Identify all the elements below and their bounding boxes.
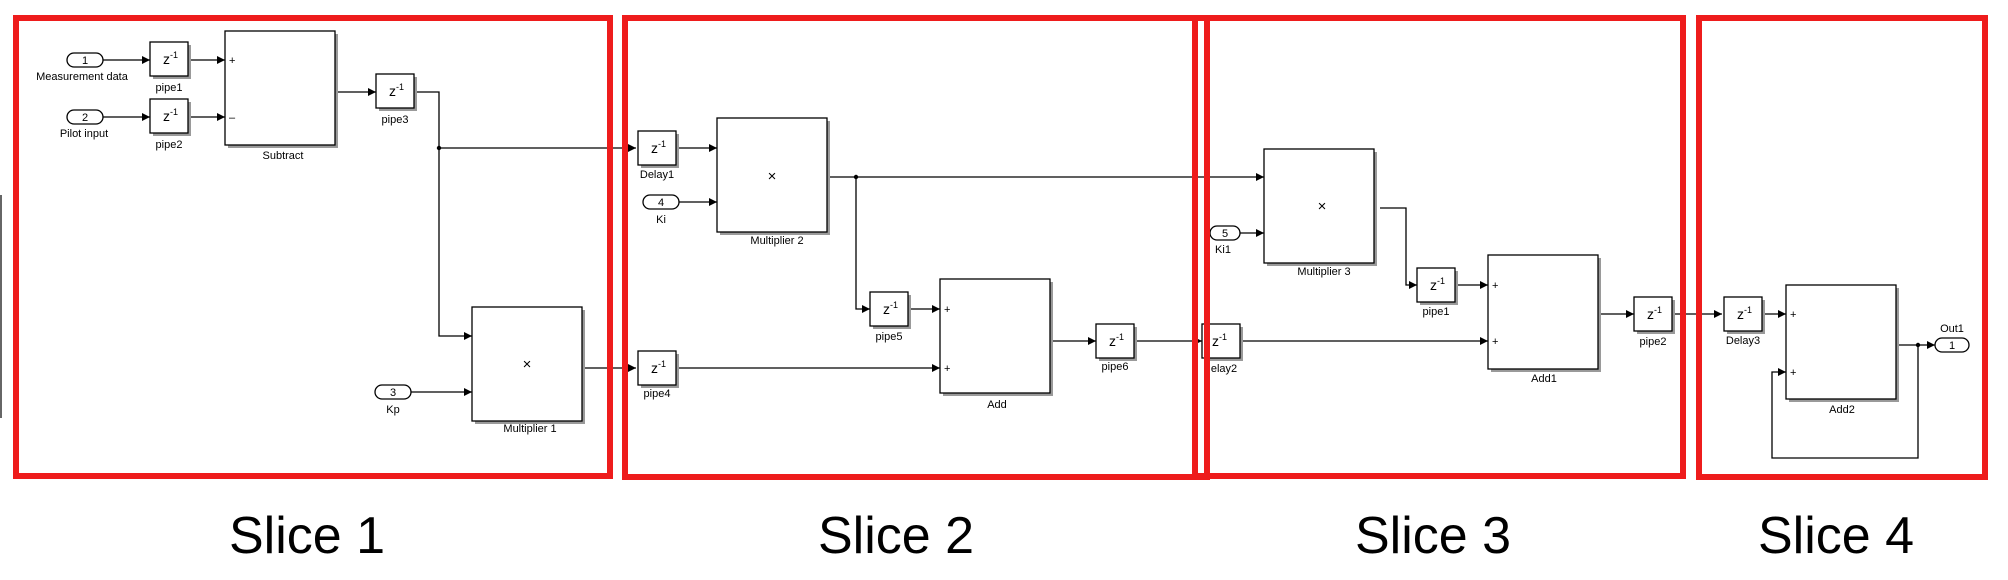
subtract-plus-sign: + bbox=[229, 55, 235, 67]
delay-pipe5[interactable]: z-1 pipe5 bbox=[869, 291, 911, 343]
delay-elay2-label: elay2 bbox=[1211, 363, 1237, 375]
slice-1-title: Slice 1 bbox=[229, 507, 385, 565]
multiplier-2-label: Multiplier 2 bbox=[750, 235, 803, 247]
slice-4-outline bbox=[1696, 15, 1988, 480]
add2-label: Add2 bbox=[1829, 404, 1855, 416]
multiply-symbol: × bbox=[523, 356, 532, 373]
multiplier-1-block[interactable]: × Multiplier 1 bbox=[471, 306, 585, 435]
subtract-label: Subtract bbox=[263, 150, 304, 162]
delay-symbol: z-1 bbox=[883, 300, 898, 317]
slice-4-title: Slice 4 bbox=[1758, 507, 1914, 565]
delay-pipe1-label: pipe1 bbox=[156, 82, 183, 94]
inport-4[interactable]: 4 Ki bbox=[642, 194, 680, 226]
add-label: Add bbox=[987, 399, 1007, 411]
delay-pipe6-label: pipe6 bbox=[1102, 361, 1129, 373]
outport-1-label: Out1 bbox=[1940, 323, 1964, 335]
inport-2[interactable]: 2 Pilot input bbox=[60, 109, 108, 140]
delay-pipe2-slice3-label: pipe2 bbox=[1640, 336, 1667, 348]
inport-5-label: Ki1 bbox=[1215, 244, 1231, 256]
add-block[interactable]: + + Add bbox=[939, 278, 1053, 411]
multiplier-2-block[interactable]: × Multiplier 2 bbox=[716, 117, 830, 247]
delay-pipe2[interactable]: z-1 pipe2 bbox=[149, 98, 191, 151]
inport-5[interactable]: 5 Ki1 bbox=[1209, 225, 1241, 256]
delay-symbol: z-1 bbox=[163, 50, 178, 67]
slice-3-outline bbox=[1192, 15, 1686, 479]
add1-label: Add1 bbox=[1531, 373, 1557, 385]
wire-junctions bbox=[436, 145, 1921, 348]
delay-symbol: z-1 bbox=[1212, 332, 1227, 349]
add1-plus-sign-1: + bbox=[1492, 280, 1498, 292]
multiply-symbol: × bbox=[768, 168, 777, 185]
slice-2-outline bbox=[622, 15, 1210, 480]
inport-2-number: 2 bbox=[82, 112, 88, 124]
slice-1-outline bbox=[13, 15, 613, 479]
delay-symbol: z-1 bbox=[1647, 305, 1662, 322]
delay-pipe1-slice3[interactable]: z-1 pipe1 bbox=[1416, 267, 1458, 318]
inport-1[interactable]: 1 Measurement data bbox=[36, 52, 129, 83]
slice-3-title: Slice 3 bbox=[1355, 507, 1511, 565]
outport-1-number: 1 bbox=[1949, 340, 1955, 352]
add1-plus-sign-2: + bbox=[1492, 336, 1498, 348]
delay-symbol: z-1 bbox=[389, 82, 404, 99]
delay-delay3-label: Delay3 bbox=[1726, 335, 1760, 347]
delay-pipe4[interactable]: z-1 pipe4 bbox=[637, 350, 679, 400]
delay-symbol: z-1 bbox=[1737, 305, 1752, 322]
add2-block[interactable]: + + Add2 bbox=[1785, 284, 1899, 416]
multiplier-3-label: Multiplier 3 bbox=[1297, 266, 1350, 278]
outport-1[interactable]: 1 Out1 bbox=[1934, 323, 1970, 353]
add2-plus-sign-2: + bbox=[1790, 367, 1796, 379]
delay-pipe1-slice3-label: pipe1 bbox=[1423, 306, 1450, 318]
delay-pipe2-slice3[interactable]: z-1 pipe2 bbox=[1633, 296, 1675, 348]
delay-delay1[interactable]: z-1 Delay1 bbox=[637, 130, 679, 181]
add1-block[interactable]: + + Add1 bbox=[1487, 254, 1601, 385]
add-plus-sign-2: + bbox=[944, 363, 950, 375]
delay-pipe4-label: pipe4 bbox=[644, 388, 671, 400]
delay-pipe6[interactable]: z-1 pipe6 bbox=[1095, 323, 1137, 373]
slice-2-title: Slice 2 bbox=[818, 507, 974, 565]
multiplier-1-label: Multiplier 1 bbox=[503, 423, 556, 435]
inport-3[interactable]: 3 Kp bbox=[374, 384, 412, 416]
inport-1-label: Measurement data bbox=[36, 71, 129, 83]
delay-pipe2-label: pipe2 bbox=[156, 139, 183, 151]
wire-arrowheads bbox=[142, 56, 1935, 396]
delay-pipe3[interactable]: z-1 pipe3 bbox=[375, 73, 417, 126]
delay-symbol: z-1 bbox=[651, 359, 666, 376]
inport-3-label: Kp bbox=[386, 404, 399, 416]
add2-plus-sign-1: + bbox=[1790, 309, 1796, 321]
delay-symbol: z-1 bbox=[1109, 332, 1124, 349]
delay-pipe5-label: pipe5 bbox=[876, 331, 903, 343]
inport-3-number: 3 bbox=[390, 387, 396, 399]
delay-delay3[interactable]: z-1 Delay3 bbox=[1723, 296, 1765, 347]
inport-1-number: 1 bbox=[82, 55, 88, 67]
inport-4-label: Ki bbox=[656, 214, 666, 226]
delay-symbol: z-1 bbox=[1430, 276, 1445, 293]
inport-5-number: 5 bbox=[1222, 228, 1228, 240]
delay-symbol: z-1 bbox=[163, 107, 178, 124]
delay-symbol: z-1 bbox=[651, 139, 666, 156]
delay-pipe3-label: pipe3 bbox=[382, 114, 409, 126]
multiplier-3-block[interactable]: × Multiplier 3 bbox=[1263, 148, 1377, 278]
multiply-symbol: × bbox=[1318, 198, 1327, 215]
add-plus-sign-1: + bbox=[944, 304, 950, 316]
delay-elay2[interactable]: z-1 elay2 bbox=[1201, 323, 1243, 375]
subtract-minus-sign: – bbox=[229, 112, 236, 124]
inport-2-label: Pilot input bbox=[60, 128, 108, 140]
delay-delay1-label: Delay1 bbox=[640, 169, 674, 181]
delay-pipe1[interactable]: z-1 pipe1 bbox=[149, 41, 191, 94]
inport-4-number: 4 bbox=[658, 197, 664, 209]
subtract-block[interactable]: + – Subtract bbox=[224, 30, 338, 162]
